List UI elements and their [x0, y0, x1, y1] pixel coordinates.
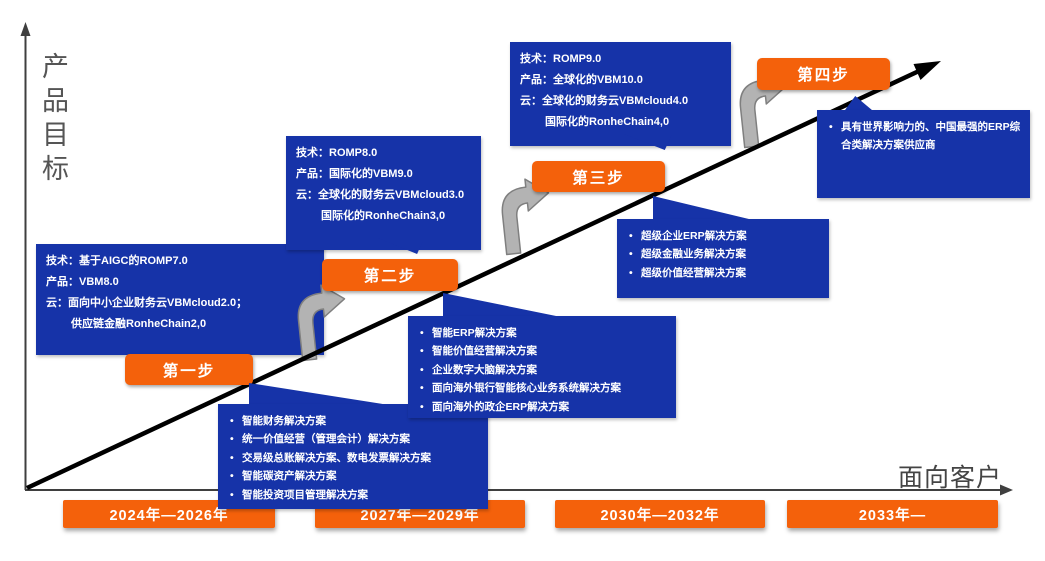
detail-line: 云：全球化的财务云VBMcloud4.0 [520, 95, 689, 107]
solutions-box-step3: 超级企业ERP解决方案 超级金融业务解决方案 超级价值经营解决方案 [617, 219, 829, 298]
step1-button[interactable]: 第一步 [125, 354, 253, 385]
detail-box-step3: 技术：ROMP9.0 产品：全球化的VBM10.0 云：全球化的财务云VBMcl… [510, 42, 731, 146]
solution-item: 智能价值经营解决方案 [418, 342, 670, 361]
detail-box-step1: 技术：基于AIGC的ROMP7.0 产品：VBM8.0 云：面向中小企业财务云V… [36, 244, 324, 355]
callout-tail-step2 [443, 293, 561, 317]
detail-line: 云：面向中小企业财务云VBMcloud2.0； [46, 297, 248, 309]
detail-line: 产品：VBM8.0 [46, 276, 119, 288]
solution-item: 统一价值经营（管理会计）解决方案 [228, 430, 482, 449]
callout-tail-step3 [653, 196, 753, 220]
solution-item: 智能ERP解决方案 [418, 324, 670, 343]
solution-item: 面向海外银行智能核心业务系统解决方案 [418, 379, 670, 398]
detail-line: 国际化的RonheChain3,0 [321, 210, 446, 222]
growth-arrow-head [913, 61, 941, 80]
solution-item: 面向海外的政企ERP解决方案 [418, 398, 670, 417]
solution-item: 企业数字大脑解决方案 [418, 361, 670, 380]
solution-item: 超级金融业务解决方案 [627, 245, 823, 264]
solution-item: 智能投资项目管理解决方案 [228, 486, 482, 505]
callout-tail-step1 [249, 383, 389, 405]
step3-button[interactable]: 第三步 [532, 161, 665, 192]
detail-line: 云：全球化的财务云VBMcloud3.0 [296, 189, 465, 201]
y-axis-arrowhead [20, 22, 31, 36]
step4-button[interactable]: 第四步 [757, 58, 890, 90]
solutions-box-step1: 智能财务解决方案 统一价值经营（管理会计）解决方案 交易级总账解决方案、数电发票… [218, 404, 488, 509]
detail-line: 产品：国际化的VBM9.0 [296, 168, 413, 180]
solution-item: 超级价值经营解决方案 [627, 264, 823, 283]
y-axis-label: 产品目标 [37, 52, 68, 188]
solution-item: 具有世界影响力的、中国最强的ERP综合类解决方案供应商 [827, 118, 1024, 155]
detail-line: 供应链金融RonheChain2,0 [71, 318, 207, 330]
detail-line: 产品：全球化的VBM10.0 [520, 74, 643, 86]
timeline-bar-step4: 2033年— [787, 500, 998, 528]
detail-box-step2: 技术：ROMP8.0 产品：国际化的VBM9.0 云：全球化的财务云VBMclo… [286, 136, 481, 250]
detail-line: 技术：ROMP8.0 [296, 147, 378, 159]
detail-line: 技术：基于AIGC的ROMP7.0 [46, 255, 188, 267]
solution-item: 交易级总账解决方案、数电发票解决方案 [228, 449, 482, 468]
solutions-box-step4: 具有世界影响力的、中国最强的ERP综合类解决方案供应商 [817, 110, 1030, 198]
step2-button[interactable]: 第二步 [322, 259, 458, 291]
solutions-box-step2: 智能ERP解决方案 智能价值经营解决方案 企业数字大脑解决方案 面向海外银行智能… [408, 316, 676, 418]
solution-item: 超级企业ERP解决方案 [627, 227, 823, 246]
solution-item: 智能碳资产解决方案 [228, 467, 482, 486]
detail-line: 技术：ROMP9.0 [520, 53, 602, 65]
x-axis-label: 面向客户 [898, 463, 1003, 492]
detail-line: 国际化的RonheChain4,0 [545, 116, 670, 128]
timeline-bar-step3: 2030年—2032年 [555, 500, 765, 528]
